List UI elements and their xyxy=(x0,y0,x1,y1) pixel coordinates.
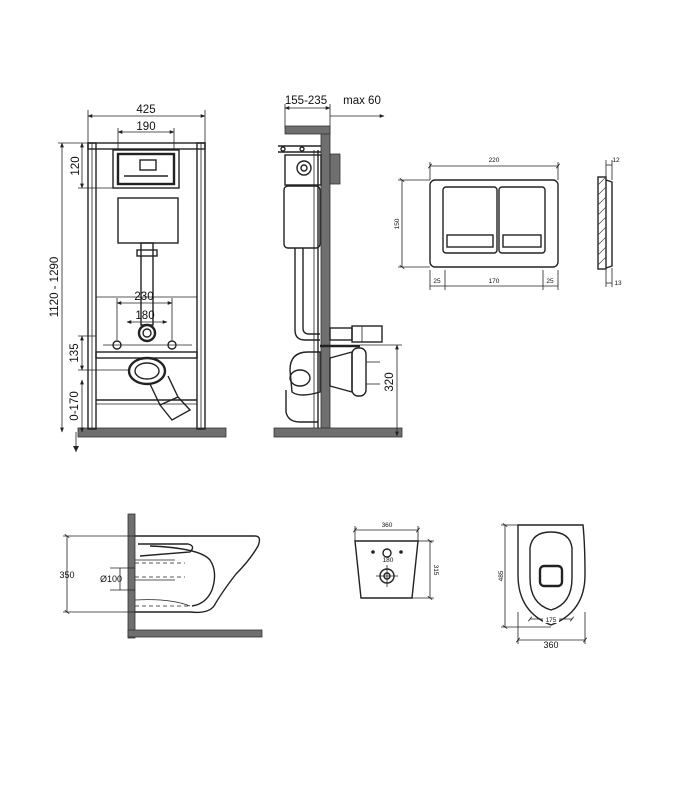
dim-leg-range: 0-170 xyxy=(69,391,81,420)
frame-front-view: 425 190 120 1120 - 1290 230 180 135 0-17… xyxy=(49,104,227,452)
dim-back-bolt-spacing: 180 xyxy=(383,557,394,564)
dim-total-height: 1120 - 1290 xyxy=(49,257,61,318)
dim-plate-width: 220 xyxy=(489,157,500,164)
flush-plate-front: 220 150 25 170 25 xyxy=(394,157,561,290)
flush-pipe-side xyxy=(294,248,320,341)
actuator-side xyxy=(284,154,322,186)
toilet-bowl-opening xyxy=(529,531,573,611)
cistern xyxy=(117,197,179,244)
toilet-top-view: 485 175 360 xyxy=(498,522,588,650)
toilet-side-view: 350 Ø100 xyxy=(59,513,263,639)
dim-back-height: 315 xyxy=(432,565,439,576)
wall-section-toilet xyxy=(127,513,136,639)
dim-plate-margin-left: 25 xyxy=(433,278,441,285)
dim-back-width: 360 xyxy=(382,522,393,529)
toilet-back-view: 360 315 180 xyxy=(352,522,439,601)
wall-section xyxy=(320,127,331,429)
drain-elbow-side xyxy=(289,351,321,396)
dim-top-width: 360 xyxy=(543,640,558,650)
inlet-connector xyxy=(137,323,157,343)
dim-plate-inner-width: 170 xyxy=(489,278,500,285)
frame-top-bar xyxy=(87,142,206,150)
dim-top-inner-width: 175 xyxy=(546,617,557,624)
dim-top-height: 120 xyxy=(70,156,82,175)
floor-slab xyxy=(77,427,227,438)
toilet-top-outline xyxy=(517,524,586,626)
toilet-drain-hole xyxy=(538,564,564,588)
dim-frame-depth: 155-235 xyxy=(285,95,327,107)
frame-side-view: 155-235 max 60 320 xyxy=(273,95,403,438)
dim-pipe-diameter: Ø100 xyxy=(100,574,122,584)
dim-pipe-spacing: 180 xyxy=(135,310,154,322)
dim-inner-width: 190 xyxy=(136,121,155,133)
dim-max-wall: max 60 xyxy=(343,95,381,107)
dim-plate-margin-right: 25 xyxy=(546,278,554,285)
dim-bolt-spacing: 230 xyxy=(134,291,153,303)
dim-plate-height: 150 xyxy=(394,218,401,229)
toilet-side-outline xyxy=(135,535,261,614)
dim-drain-height: 320 xyxy=(384,372,396,391)
flush-button-small xyxy=(442,186,498,254)
floor-slab-side xyxy=(273,427,403,438)
flush-button-large xyxy=(498,186,546,254)
outlet-elbow xyxy=(127,356,167,386)
flush-mechanism xyxy=(112,149,180,189)
dim-plate-depth-top: 12 xyxy=(612,157,620,164)
cistern-side xyxy=(283,185,321,249)
dim-outlet-height: 135 xyxy=(69,343,81,362)
dim-toilet-height: 350 xyxy=(59,570,74,580)
dim-frame-width: 425 xyxy=(136,104,155,116)
dim-plate-depth-bottom: 13 xyxy=(614,280,622,287)
flush-plate-side: 12 13 xyxy=(597,157,622,287)
dim-top-length: 485 xyxy=(498,570,505,581)
floor-slab-toilet xyxy=(127,629,263,638)
flush-plate-outline xyxy=(429,179,559,268)
